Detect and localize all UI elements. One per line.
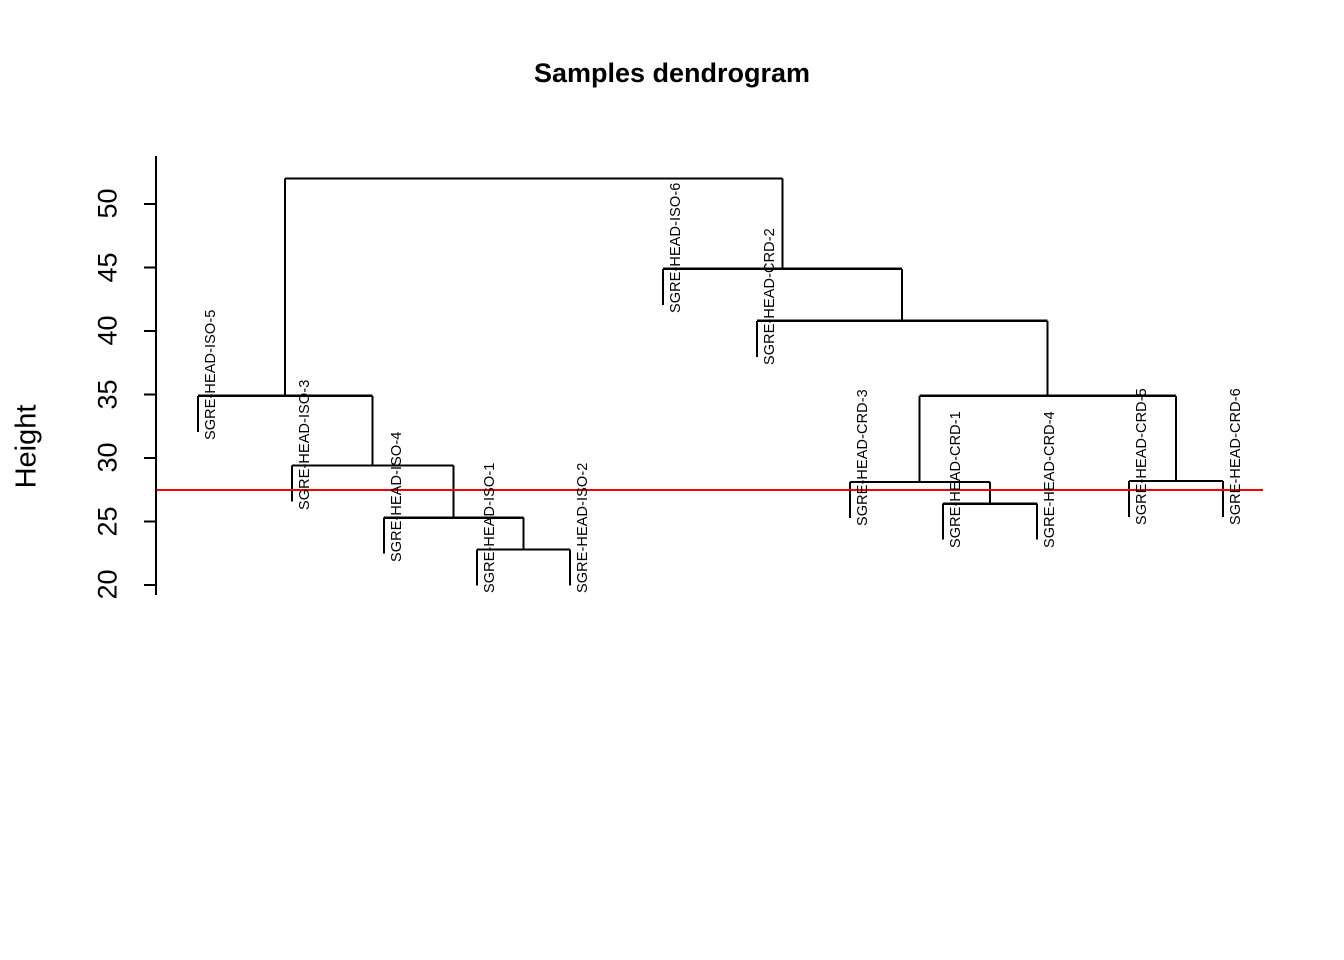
y-axis-tick-label: 20: [92, 569, 123, 600]
leaf-label: SGRE-HEAD-CRD-3: [855, 389, 871, 527]
leaf-label: SGRE-HEAD-CRD-4: [1042, 410, 1058, 548]
y-axis-tick-label: 35: [92, 378, 123, 410]
leaf-label: SGRE-HEAD-ISO-1: [482, 463, 498, 594]
leaf-label: SGRE-HEAD-ISO-6: [668, 182, 684, 313]
y-axis-tick-label: 50: [92, 188, 123, 219]
page-title: Samples dendrogram: [533, 58, 811, 88]
leaf-label: SGRE-HEAD-CRD-1: [948, 410, 964, 548]
leaf-label: SGRE-HEAD-CRD-6: [1228, 388, 1244, 525]
y-axis-tick-label: 40: [92, 315, 123, 346]
y-axis-tick-label: 45: [92, 251, 123, 283]
leaf-label: SGRE-HEAD-ISO-4: [389, 431, 405, 562]
dendrogram-branches: [196, 177, 1225, 586]
leaf-label: SGRE-HEAD-ISO-3: [297, 379, 313, 510]
leaf-label: SGRE-HEAD-ISO-2: [575, 463, 591, 594]
leaf-label: SGRE-HEAD-CRD-2: [762, 227, 778, 365]
y-axis: [144, 156, 158, 595]
leaf-label: SGRE-HEAD-ISO-5: [203, 309, 219, 440]
y-axis-tick-label: 25: [92, 505, 123, 537]
leaf-label: SGRE-HEAD-CRD-5: [1134, 388, 1150, 525]
y-axis-tick-label: 30: [92, 442, 123, 473]
